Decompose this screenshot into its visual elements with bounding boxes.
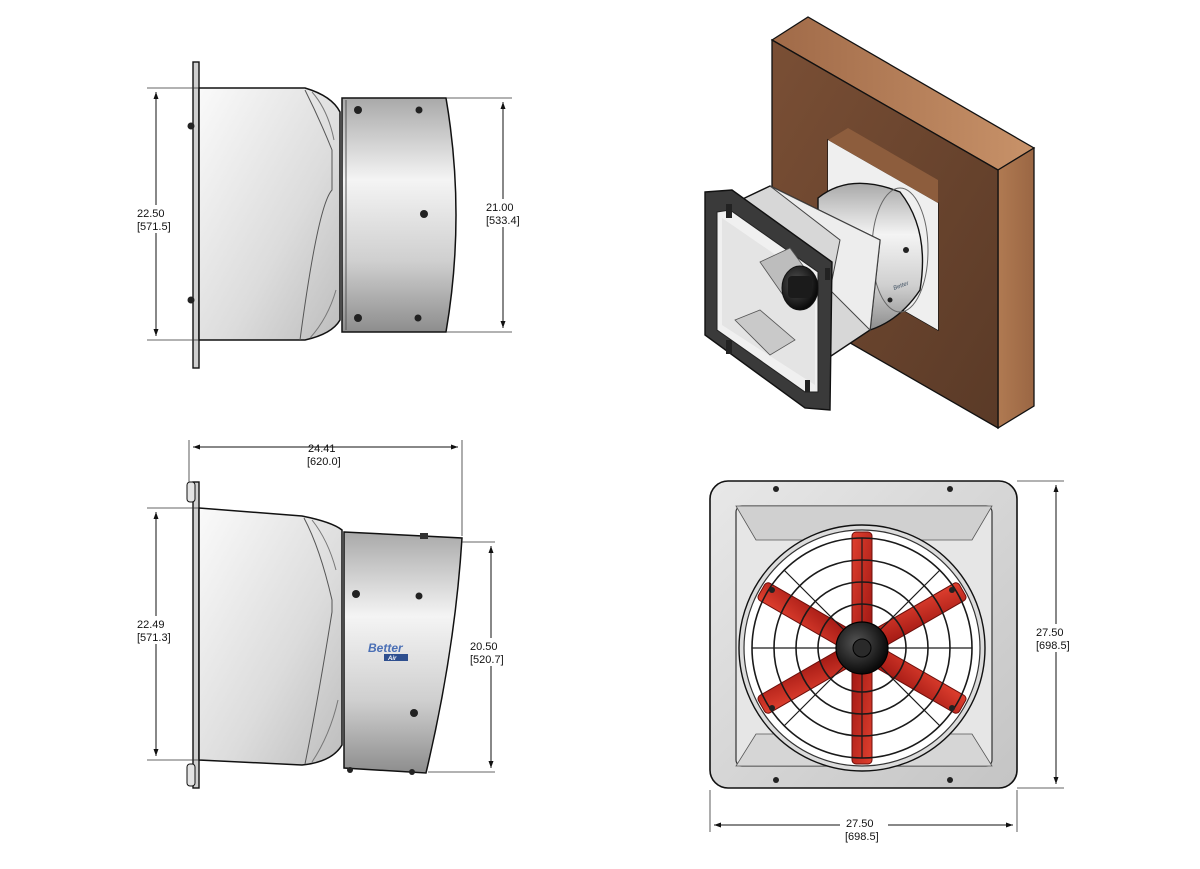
- side-view-bottom: Better Air 24.41 [620.0] 22.49 [571.3] 2…: [133, 440, 511, 789]
- dim-side-top-height-inch: 22.50: [137, 208, 165, 220]
- dim-side-top-housing-inch: 21.00: [486, 202, 514, 214]
- dim-front-width-inch: 27.50: [846, 818, 874, 830]
- dim-side-top-housing-mm: [533.4]: [486, 215, 520, 227]
- front-view: 27.50 [698.5] 27.50 [698.5]: [709, 480, 1078, 844]
- isometric-view: Better: [704, 16, 1036, 430]
- dim-side-bottom-housing-inch: 20.50: [470, 641, 498, 653]
- dim-side-bottom-housing-mm: [520.7]: [470, 654, 504, 666]
- svg-text:Air: Air: [387, 656, 397, 662]
- dim-side-bottom-depth-mm: [620.0]: [307, 456, 341, 468]
- dim-front-height-mm: [698.5]: [1036, 640, 1070, 652]
- fan-blades: [757, 531, 967, 765]
- brand-logo: Better Air: [368, 641, 408, 662]
- side-view-top: 22.50 [571.5] 21.00 [533.4]: [133, 61, 526, 369]
- svg-text:Better: Better: [368, 641, 404, 655]
- dim-side-top-height-mm: [571.5]: [137, 221, 171, 233]
- svg-text:Better: Better: [893, 280, 911, 291]
- dim-front-width-mm: [698.5]: [845, 831, 879, 843]
- fan-guard: [751, 537, 973, 759]
- dim-side-bottom-height-inch: 22.49: [137, 619, 165, 631]
- dim-side-bottom-depth-inch: 24.41: [308, 443, 336, 455]
- dim-front-height-inch: 27.50: [1036, 627, 1064, 639]
- dim-side-bottom-height-mm: [571.3]: [137, 632, 171, 644]
